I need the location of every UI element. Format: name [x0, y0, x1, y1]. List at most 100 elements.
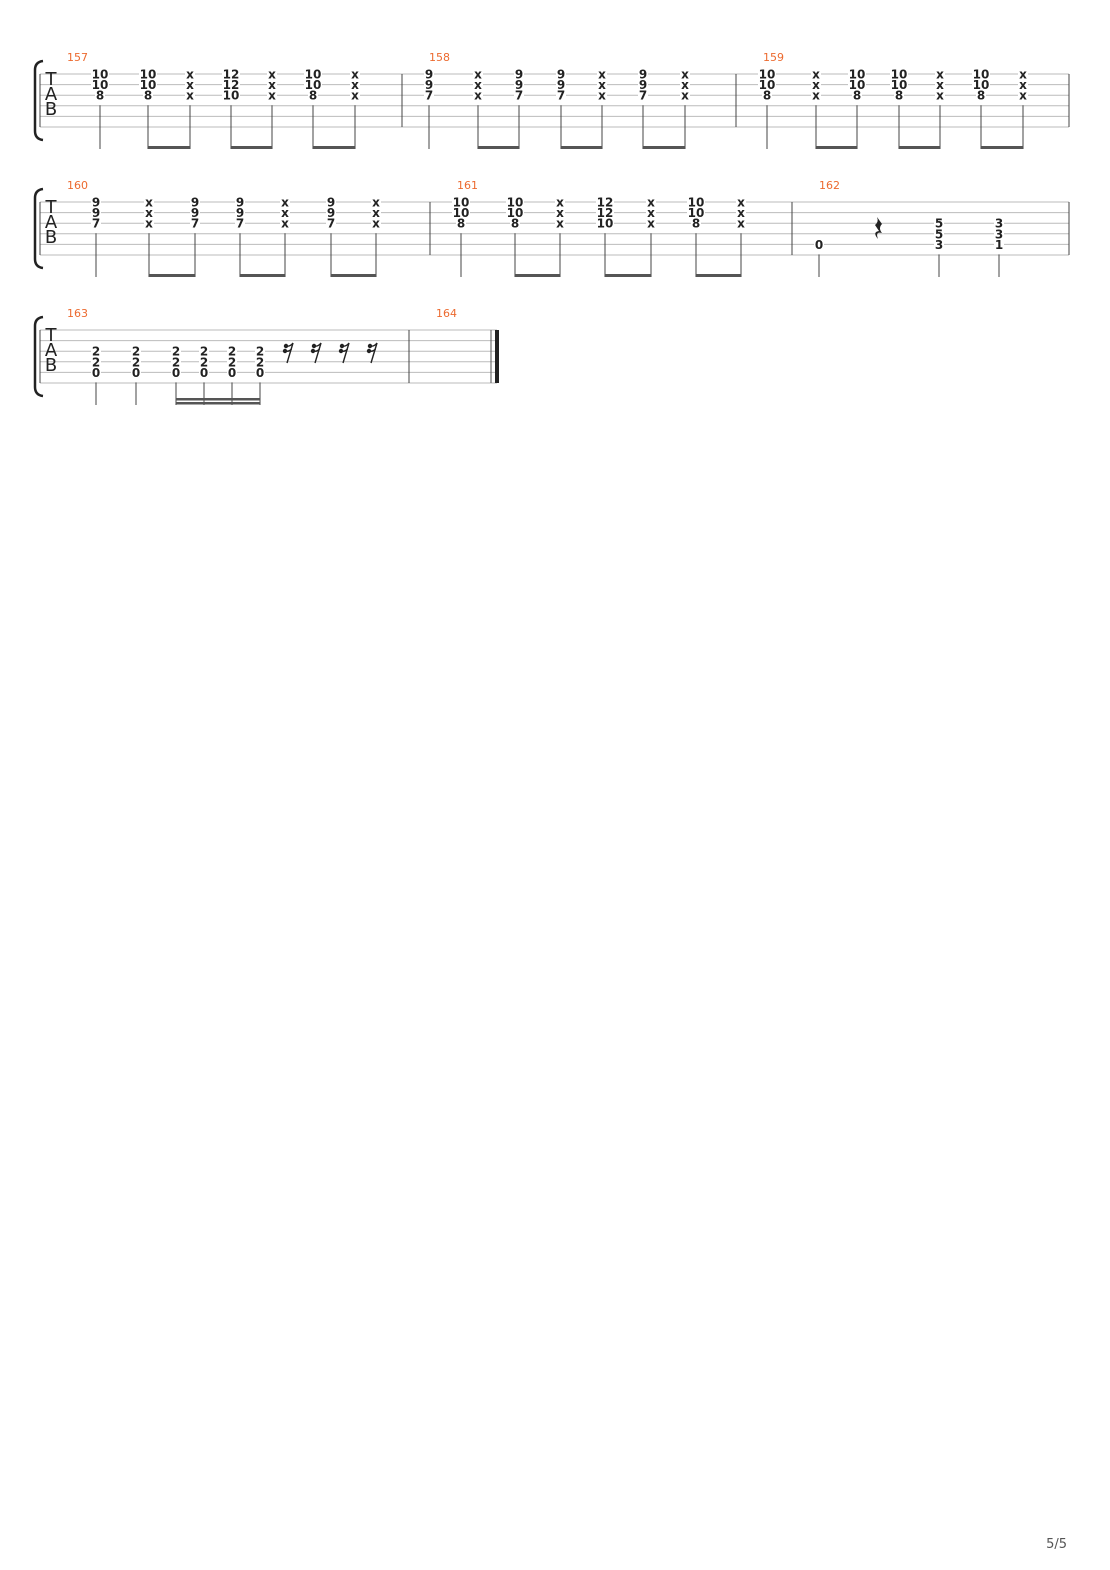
chord-beat: xxx: [280, 196, 290, 277]
fret-mask: [935, 79, 945, 90]
fret-mask: [514, 79, 524, 90]
fret-mask: [255, 356, 265, 367]
beam: [561, 146, 602, 149]
fret-number: 0: [132, 366, 140, 380]
chord-beat: 220: [91, 345, 101, 405]
fret-mask: [185, 90, 195, 101]
fret-number: 7: [327, 217, 335, 231]
fret-mask: [556, 69, 566, 79]
fret-mask: [424, 69, 434, 79]
staff-system: TAB160997xxx997997xxx997xxx1611010810108…: [33, 179, 1070, 277]
fret-number: 7: [515, 89, 523, 103]
fret-number: x: [812, 78, 820, 92]
fret-mask: [935, 69, 945, 79]
fret-mask: [555, 218, 565, 229]
tab-clef-letter: T: [45, 69, 58, 90]
fret-mask: [596, 218, 614, 229]
fret-mask: [424, 79, 434, 90]
fret-number: 7: [236, 217, 244, 231]
chord-beat: xxx: [646, 196, 656, 277]
fret-mask: [144, 207, 154, 218]
fret-number: 9: [425, 78, 433, 92]
fret-mask: [646, 218, 656, 229]
fret-mask: [235, 207, 245, 218]
fret-number: x: [281, 196, 289, 210]
fret-mask: [638, 69, 648, 79]
sixteenth-rest-flag: [340, 348, 349, 352]
beam: [605, 274, 651, 277]
fret-mask: [91, 356, 101, 367]
fret-number: 0: [815, 238, 823, 252]
fret-number: 0: [228, 366, 236, 380]
tab-clef-letter: B: [45, 227, 57, 248]
fret-number: 7: [557, 89, 565, 103]
fret-number: x: [647, 217, 655, 231]
fret-number: 8: [96, 89, 104, 103]
fret-mask: [190, 207, 200, 218]
beam: [899, 146, 940, 149]
fret-mask: [848, 79, 866, 90]
fret-number: 0: [92, 366, 100, 380]
beam: [149, 274, 195, 277]
fret-mask: [91, 69, 109, 79]
fret-number: 10: [891, 78, 908, 92]
chord-beat: 220: [199, 345, 209, 405]
fret-mask: [227, 356, 237, 367]
fret-number: 10: [223, 89, 240, 103]
fret-mask: [680, 90, 690, 101]
fret-mask: [811, 69, 821, 79]
fret-mask: [811, 79, 821, 90]
fret-number: 10: [453, 196, 470, 210]
fret-number: 9: [92, 196, 100, 210]
fret-number: x: [145, 217, 153, 231]
final-barline-thick: [495, 330, 499, 383]
measure-number: 163: [67, 307, 88, 320]
sixteenth-rest-flag: [313, 342, 322, 347]
rest-beat: [338, 342, 350, 364]
fret-number: x: [186, 68, 194, 82]
fret-mask: [852, 90, 862, 101]
fret-mask: [1018, 90, 1028, 101]
fret-number: x: [737, 206, 745, 220]
fret-number: 7: [425, 89, 433, 103]
fret-number: 8: [457, 217, 465, 231]
fret-mask: [452, 197, 470, 207]
fret-number: 12: [223, 78, 240, 92]
chord-beat: 220: [255, 345, 265, 405]
fret-number: 12: [597, 206, 614, 220]
chord-beat: xxx: [350, 68, 360, 149]
fret-mask: [935, 90, 945, 101]
system-bracket: [33, 315, 44, 398]
beam: [331, 274, 376, 277]
chord-beat: xxx: [597, 68, 607, 149]
tab-clef-letter: B: [45, 355, 57, 376]
fret-number: 10: [973, 68, 990, 82]
chord-beat: 997: [556, 68, 566, 149]
fret-number: 10: [849, 78, 866, 92]
chord-beat: xxx: [935, 68, 945, 149]
fret-mask: [976, 90, 986, 101]
fret-number: 7: [191, 217, 199, 231]
fret-mask: [371, 207, 381, 218]
sixteenth-rest-flag: [284, 348, 293, 352]
chord-beat: xxx: [811, 68, 821, 149]
chord-beat: xxx: [144, 196, 154, 277]
fret-mask: [280, 207, 290, 218]
fret-mask: [185, 79, 195, 90]
fret-number: 0: [200, 366, 208, 380]
fret-mask: [267, 79, 277, 90]
fret-mask: [143, 90, 153, 101]
fret-number: x: [372, 217, 380, 231]
fret-mask: [91, 79, 109, 90]
fret-mask: [638, 79, 648, 90]
chord-beat: xxx: [267, 68, 277, 149]
fret-mask: [222, 79, 240, 90]
